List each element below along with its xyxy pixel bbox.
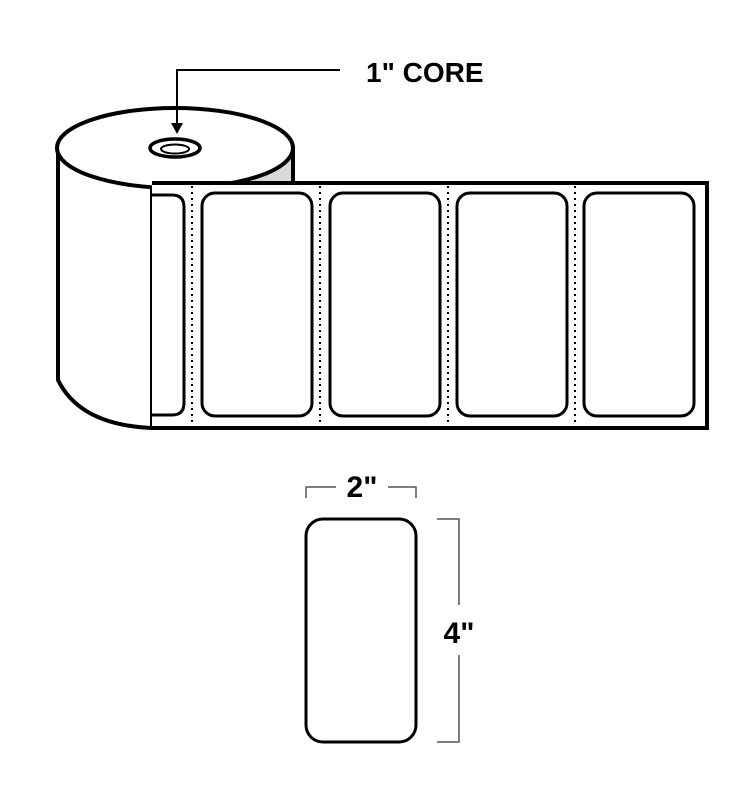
width-bracket-right	[388, 486, 417, 498]
callout-leader-line	[176, 69, 340, 125]
strip-label	[582, 191, 696, 418]
perforations	[191, 186, 576, 426]
height-dimension-text: 4"	[444, 617, 475, 650]
width-dimension	[305, 486, 417, 498]
strip-label	[328, 191, 442, 418]
partial-label	[152, 193, 186, 417]
label-roll	[55, 106, 295, 430]
height-bracket-top	[437, 518, 460, 605]
width-dimension-text: 2"	[347, 471, 378, 504]
core-callout: 1" CORE	[171, 57, 484, 134]
callout-arrowhead	[171, 123, 183, 134]
single-label-detail: 2" 4"	[304, 471, 475, 744]
core-hole-inner	[160, 143, 190, 155]
roll-shadow	[236, 150, 293, 183]
single-label	[304, 517, 418, 744]
label-strip	[152, 181, 709, 430]
core-callout-text: 1" CORE	[366, 57, 484, 88]
roll-body	[56, 148, 154, 430]
width-bracket-left	[305, 486, 336, 498]
height-dimension	[437, 518, 460, 743]
height-bracket-bottom	[437, 655, 460, 743]
strip-label	[455, 191, 569, 418]
strip-label	[200, 191, 314, 418]
